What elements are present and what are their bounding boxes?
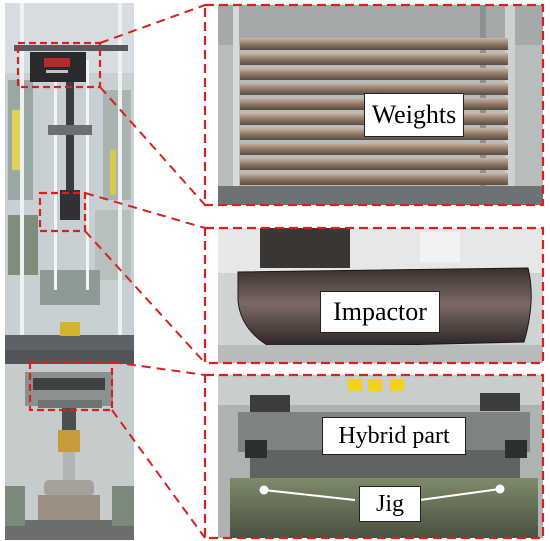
- frame-weights: [203, 3, 545, 207]
- connector-impactor-top: [84, 192, 206, 229]
- jig-marker-right: [495, 484, 505, 494]
- impactor-label: Impactor: [320, 291, 440, 333]
- connector-specimen-bottom: [111, 409, 206, 539]
- jig-marker-left: [259, 485, 269, 495]
- frame-impactor: [203, 226, 545, 365]
- callout-box-weights: [16, 41, 102, 89]
- connector-specimen-top: [111, 361, 206, 376]
- jig-pointer-left: [263, 489, 356, 501]
- callout-box-impactor: [38, 191, 87, 233]
- jig-label: Jig: [359, 486, 421, 522]
- hybrid-part-label: Hybrid part: [322, 417, 466, 455]
- weights-label: Weights: [364, 93, 464, 137]
- callout-lines: [84, 4, 206, 539]
- callout-boxes: [16, 41, 114, 412]
- frame-specimen: [203, 373, 545, 540]
- callout-box-specimen: [28, 360, 114, 412]
- machine-photo: [5, 3, 134, 540]
- jig-pointer-right: [419, 488, 501, 501]
- connector-weights-bottom: [99, 86, 206, 206]
- connector-weights-top: [99, 4, 206, 44]
- panel-frames: [203, 3, 545, 540]
